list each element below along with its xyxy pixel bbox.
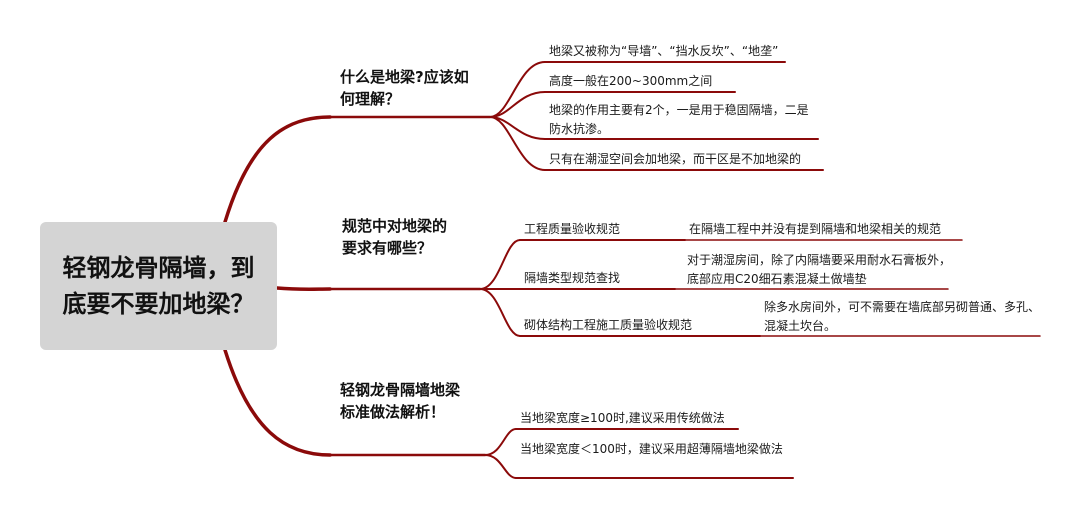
b2-leaf-1: 工程质量验收规范	[524, 222, 621, 236]
branch-1-label: 什么是地梁?应该如何理解？	[340, 68, 469, 108]
connector-root-branch-3	[223, 348, 332, 457]
connector-b1-leaf-2	[489, 91, 546, 118]
connector-root-branch-1	[223, 115, 332, 224]
connector-b1-leaf-1	[489, 61, 546, 118]
connector-b2-leaf-3	[479, 288, 521, 337]
connector-b1-leaf-4	[489, 116, 546, 171]
root-title: 轻钢龙骨隔墙，到底要不要加地梁？	[62, 254, 255, 318]
connector-b3-leaf-2	[484, 454, 517, 479]
b2-leaf-2: 隔墙类型规范查找	[524, 271, 621, 285]
b1-leaf-3: 地梁的作用主要有2个，一是用于稳固隔墙，二是防水抗渗。	[549, 103, 809, 136]
root-topic: 轻钢龙骨隔墙，到底要不要加地梁？	[40, 222, 277, 350]
b2-leaf-2-detail: 对于潮湿房间，除了内隔墙要采用耐水石膏板外，底部应用C20细石素混凝土做墙垫	[687, 253, 952, 286]
connector-root-branch-2	[275, 286, 332, 291]
b1-leaf-2: 高度一般在200~300mm之间	[549, 74, 713, 88]
connector-b2-leaf-1	[479, 239, 521, 290]
b1-leaf-1: 地梁又被称为“导墙”、“挡水反坎”、“地垄”	[549, 44, 779, 58]
b3-leaf-2: 当地梁宽度＜100时，建议采用超薄隔墙地梁做法	[520, 442, 783, 456]
branch-2-label: 规范中对地梁的要求有哪些？	[342, 217, 448, 257]
b2-leaf-1-detail: 在隔墙工程中并没有提到隔墙和地梁相关的规范	[689, 222, 942, 236]
b2-leaf-3: 砌体结构工程施工质量验收规范	[524, 318, 693, 332]
connector-b3-leaf-1	[484, 428, 517, 456]
b3-leaf-1: 当地梁宽度≥100时,建议采用传统做法	[520, 411, 725, 425]
b1-leaf-4: 只有在潮湿空间会加地梁，而干区是不加地梁的	[549, 152, 802, 166]
b2-leaf-3-detail: 除多水房间外，可不需要在墙底部另砌普通、多孔、混凝土坎台。	[764, 300, 1041, 333]
branch-3-label: 轻钢龙骨隔墙地梁标准做法解析！	[340, 381, 461, 421]
